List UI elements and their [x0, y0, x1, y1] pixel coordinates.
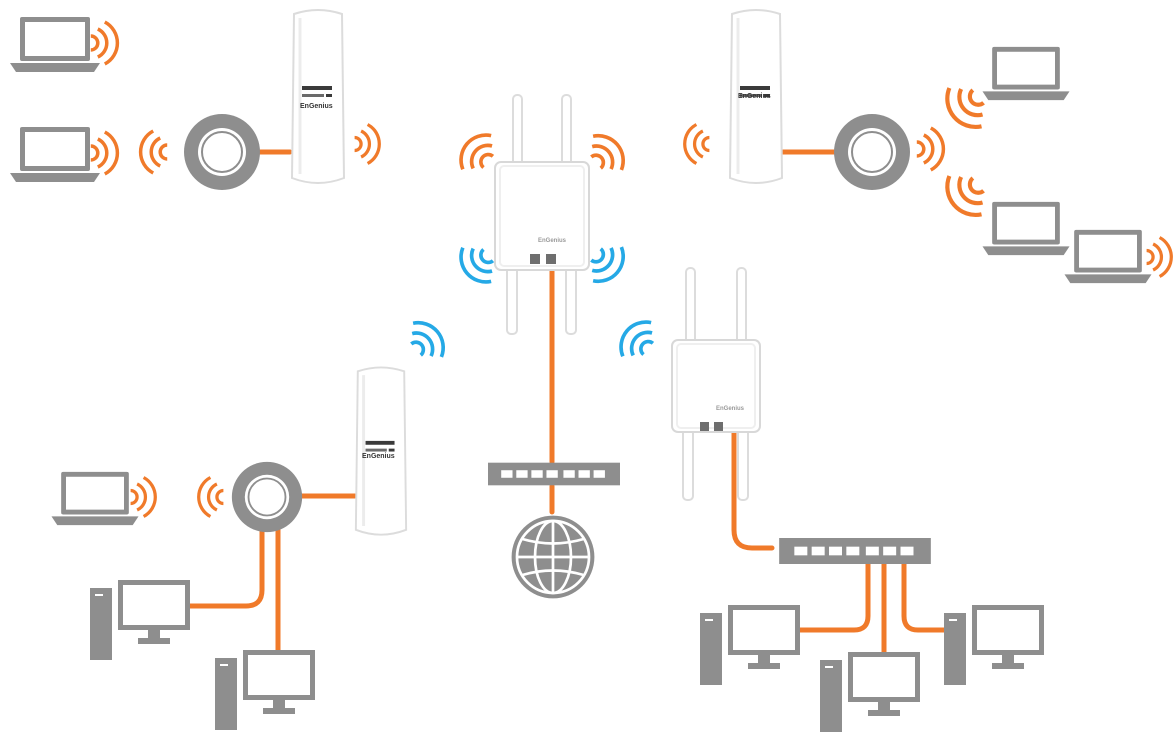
cable-ap-right-to-switch: [731, 427, 775, 551]
client-bridge-puck-icon: [230, 460, 304, 534]
desktop-computer-icon: [90, 580, 190, 660]
desktop-computer-icon: [944, 605, 1044, 685]
wifi-signal-icon: [91, 22, 118, 64]
laptop-icon: [982, 46, 1070, 101]
wifi-signal-icon: [402, 315, 452, 367]
cpe-brand-label: EnGenius: [300, 103, 333, 110]
cable-bridge-bl-to-desktop-1: [187, 525, 265, 609]
wifi-signal-icon: [91, 132, 118, 174]
network-switch-icon: [779, 538, 931, 564]
wifi-signal-icon: [613, 314, 663, 366]
wifi-signal-icon: [685, 125, 710, 164]
wifi-signal-icon: [938, 77, 994, 136]
wifi-signal-icon: [199, 478, 224, 517]
outdoor-cpe-panel-icon: EnGenius: [728, 8, 784, 185]
cpe-brand-label: EnGenius: [362, 453, 395, 460]
laptop-icon: [1064, 229, 1152, 284]
outdoor-cpe-panel-icon: EnGenius: [354, 365, 408, 537]
ap-brand-label: EnGenius: [538, 238, 567, 244]
client-bridge-puck-icon: [833, 113, 911, 191]
outdoor-access-point-icon: EnGenius: [671, 267, 761, 501]
laptop-icon: [10, 17, 100, 72]
cpe-brand-label: EnGenius: [738, 93, 771, 100]
laptop-icon: [982, 201, 1070, 256]
client-bridge-puck-icon: [183, 113, 261, 191]
wifi-signal-icon: [917, 128, 944, 170]
laptop-icon: [10, 127, 100, 182]
wifi-signal-icon: [131, 478, 156, 517]
network-switch-icon: [488, 462, 620, 486]
desktop-computer-icon: [215, 650, 315, 730]
cable-switch-to-desktop-br-1: [797, 551, 871, 633]
desktop-computer-icon: [820, 652, 920, 732]
wifi-signal-icon: [938, 165, 994, 224]
wifi-signal-icon: [141, 131, 168, 173]
cable-switch-to-desktop-br-3: [901, 551, 947, 633]
outdoor-cpe-panel-icon: EnGenius: [290, 8, 346, 185]
desktop-computer-icon: [700, 605, 800, 685]
internet-globe-icon: [510, 514, 596, 600]
ap-brand-label: EnGenius: [716, 406, 745, 412]
outdoor-access-point-icon: EnGenius: [494, 94, 590, 335]
laptop-icon: [51, 471, 139, 526]
wifi-signal-icon: [1147, 238, 1172, 277]
wifi-signal-icon: [355, 125, 380, 164]
